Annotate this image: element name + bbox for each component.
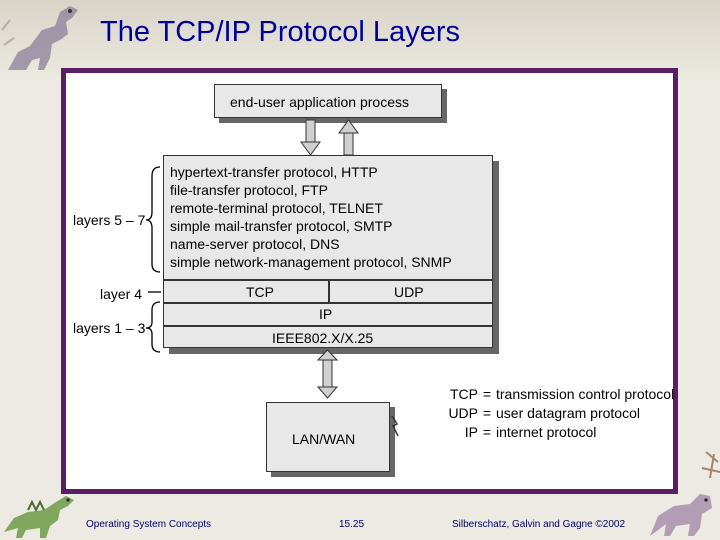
divider-tcp-udp <box>328 279 330 302</box>
legend-meaning-ip: internet protocol <box>496 424 597 440</box>
footer-page-number: 15.25 <box>339 519 365 530</box>
brace-layers-1-3 <box>145 301 161 353</box>
application-process-box <box>214 84 442 118</box>
transport-udp-cell: UDP <box>394 284 424 300</box>
slide-header-background <box>0 0 720 75</box>
arrow-bidirectional-icon <box>316 349 339 399</box>
legend-abbr-ip: IP <box>464 424 478 440</box>
protocol-smtp: simple mail-transfer protocol, SMTP <box>170 218 393 234</box>
dinosaur-top-left-icon <box>1 6 78 70</box>
legend-abbr-udp: UDP <box>448 405 478 421</box>
protocol-snmp: simple network-management protocol, SNMP <box>170 254 452 270</box>
legend-row-tcp: TCP=transmission control protocol <box>426 386 674 402</box>
arrow-down-icon <box>300 119 321 156</box>
link-ieee-cell: IEEE802.X/X.25 <box>272 330 374 346</box>
footer-book-title: Operating System Concepts <box>86 519 212 530</box>
dinosaur-bottom-left-icon <box>4 496 74 538</box>
transport-tcp-cell: TCP <box>246 284 274 300</box>
legend-eq-tcp: = <box>482 386 492 402</box>
side-label-layers-1-3: layers 1 – 3 <box>73 320 146 336</box>
network-ip-cell: IP <box>319 306 333 322</box>
legend-eq-udp: = <box>482 405 492 421</box>
divider-transport-bottom <box>164 302 492 304</box>
protocol-ftp: file-transfer protocol, FTP <box>170 182 328 198</box>
protocol-dns: name-server protocol, DNS <box>170 236 340 252</box>
lan-wan-label: LAN/WAN <box>292 431 356 447</box>
side-label-layer-4: layer 4 <box>100 286 143 302</box>
legend-row-udp: UDP=user datagram protocol <box>426 405 640 421</box>
legend-meaning-udp: user datagram protocol <box>496 405 640 421</box>
footer-copyright: Silberschatz, Galvin and Gagne ©2002 <box>452 519 626 530</box>
arrow-up-icon <box>338 119 359 156</box>
lan-wan-box <box>266 402 390 472</box>
legend-eq-ip: = <box>482 424 492 440</box>
brace-layers-5-7 <box>145 166 161 273</box>
slide-title: The TCP/IP Protocol Layers <box>100 16 460 48</box>
protocol-telnet: remote-terminal protocol, TELNET <box>170 200 383 216</box>
divider-ip-bottom <box>164 325 492 327</box>
side-label-layers-5-7: layers 5 – 7 <box>73 212 146 228</box>
protocol-stack: hypertext-transfer protocol, HTTP file-t… <box>163 155 493 348</box>
application-process-label: end-user application process <box>230 94 409 110</box>
protocol-http: hypertext-transfer protocol, HTTP <box>170 164 378 180</box>
legend-abbr-tcp: TCP <box>450 386 478 402</box>
lightning-icon <box>391 415 399 437</box>
legend-row-ip: IP=internet protocol <box>426 424 597 440</box>
legend-meaning-tcp: transmission control protocol <box>496 386 675 402</box>
dinosaur-bottom-right-icon <box>650 451 720 536</box>
